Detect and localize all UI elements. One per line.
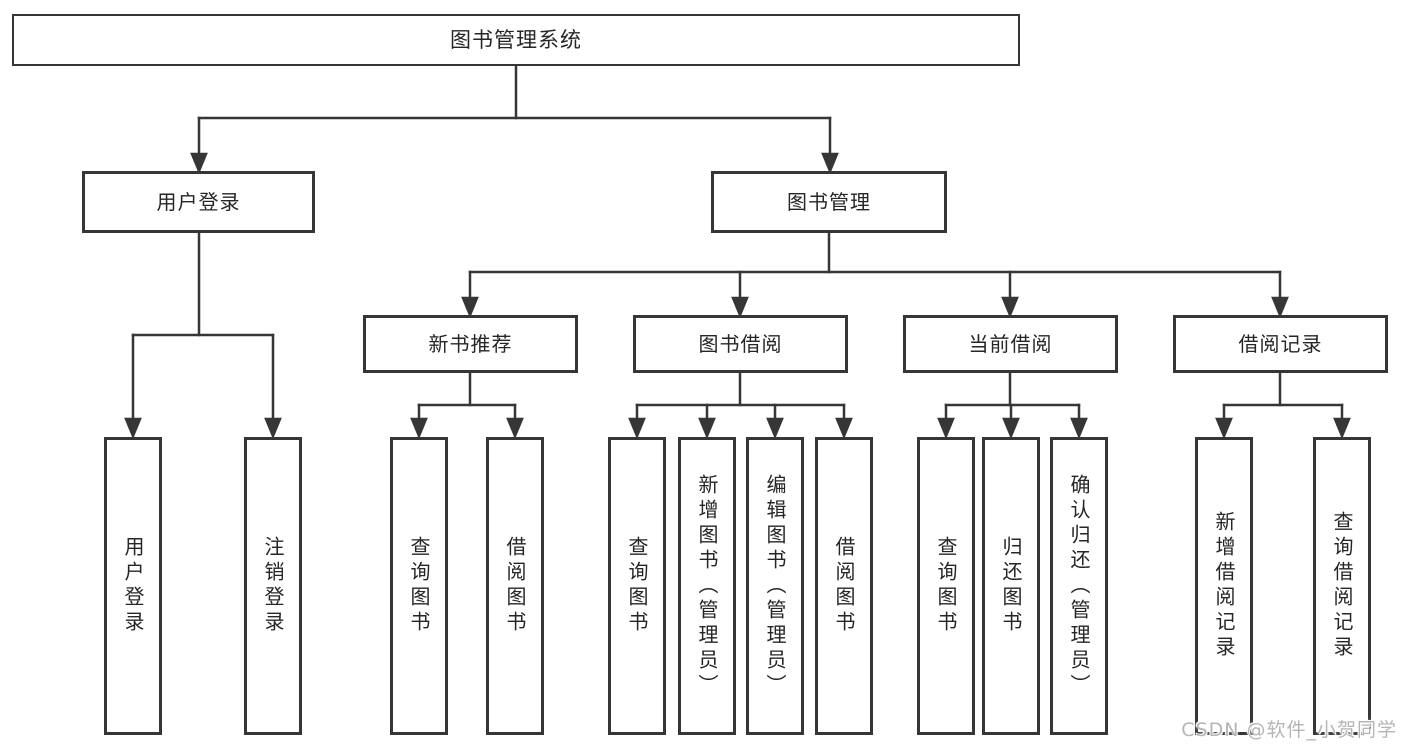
arrowhead <box>264 417 282 440</box>
node-root: 图书管理系统 <box>12 14 1020 66</box>
arrowhead <box>1001 296 1019 319</box>
arrowhead <box>731 296 749 319</box>
leaf-newbooks-borrow-books: 借阅图书 <box>486 437 544 735</box>
leaf-current-return-books: 归还图书 <box>982 437 1040 735</box>
leaf-user-login: 用户登录 <box>104 437 162 735</box>
arrowhead <box>698 417 716 440</box>
leaf-borrowing-add-books-admin: 新增图书（管理员） <box>678 437 736 735</box>
node-label: 确认归还（管理员） <box>1067 473 1091 699</box>
leaf-logout: 注销登录 <box>244 437 302 735</box>
leaf-borrowing-query-books: 查询图书 <box>608 437 666 735</box>
node-label: 新增借阅记录 <box>1212 511 1236 661</box>
node-book-management: 图书管理 <box>711 171 947 233</box>
leaf-newbooks-query-books: 查询图书 <box>390 437 448 735</box>
node-borrowing-records: 借阅记录 <box>1173 315 1388 373</box>
leaf-current-confirm-return-admin: 确认归还（管理员） <box>1050 437 1108 735</box>
leaf-borrowing-edit-books-admin: 编辑图书（管理员） <box>746 437 804 735</box>
arrowhead <box>835 417 853 440</box>
arrowhead <box>766 417 784 440</box>
watermark: CSDN @软件_小贺同学 <box>1181 719 1397 741</box>
leaf-borrowing-borrow-books: 借阅图书 <box>815 437 873 735</box>
arrowhead <box>190 152 208 175</box>
node-label: 查询图书 <box>934 536 958 636</box>
node-user-login: 用户登录 <box>82 171 315 233</box>
node-label: 图书管理系统 <box>450 27 582 52</box>
node-label: 图书管理 <box>787 190 871 214</box>
arrowhead <box>461 296 479 319</box>
arrowhead <box>1333 417 1351 440</box>
node-current-borrowing: 当前借阅 <box>903 315 1118 373</box>
node-label: 注销登录 <box>261 536 285 636</box>
arrowhead <box>410 417 428 440</box>
node-label: 借阅图书 <box>503 536 527 636</box>
leaf-current-query-books: 查询图书 <box>917 437 975 735</box>
leaf-records-query-record: 查询借阅记录 <box>1313 437 1371 735</box>
arrowhead <box>1002 417 1020 440</box>
leaf-records-add-record: 新增借阅记录 <box>1195 437 1253 735</box>
arrowhead <box>1070 417 1088 440</box>
node-label: 当前借阅 <box>968 332 1053 356</box>
node-label: 归还图书 <box>999 536 1023 636</box>
node-label: 新增图书（管理员） <box>695 473 719 699</box>
arrowhead <box>628 417 646 440</box>
node-label: 借阅记录 <box>1238 332 1323 356</box>
node-label: 查询借阅记录 <box>1330 511 1354 661</box>
node-label: 图书借阅 <box>698 332 783 356</box>
node-label: 编辑图书（管理员） <box>763 473 787 699</box>
arrowhead <box>124 417 142 440</box>
node-new-book-recommend: 新书推荐 <box>363 315 578 373</box>
node-label: 用户登录 <box>156 190 241 214</box>
node-label: 借阅图书 <box>832 536 856 636</box>
arrowhead <box>1271 296 1289 319</box>
node-book-borrowing: 图书借阅 <box>633 315 848 373</box>
node-label: 查询图书 <box>407 536 431 636</box>
node-label: 查询图书 <box>625 536 649 636</box>
arrowhead <box>821 152 839 175</box>
arrowhead <box>506 417 524 440</box>
arrowhead <box>1215 417 1233 440</box>
node-label: 用户登录 <box>121 536 145 636</box>
arrowhead <box>937 417 955 440</box>
node-label: 新书推荐 <box>428 332 513 356</box>
